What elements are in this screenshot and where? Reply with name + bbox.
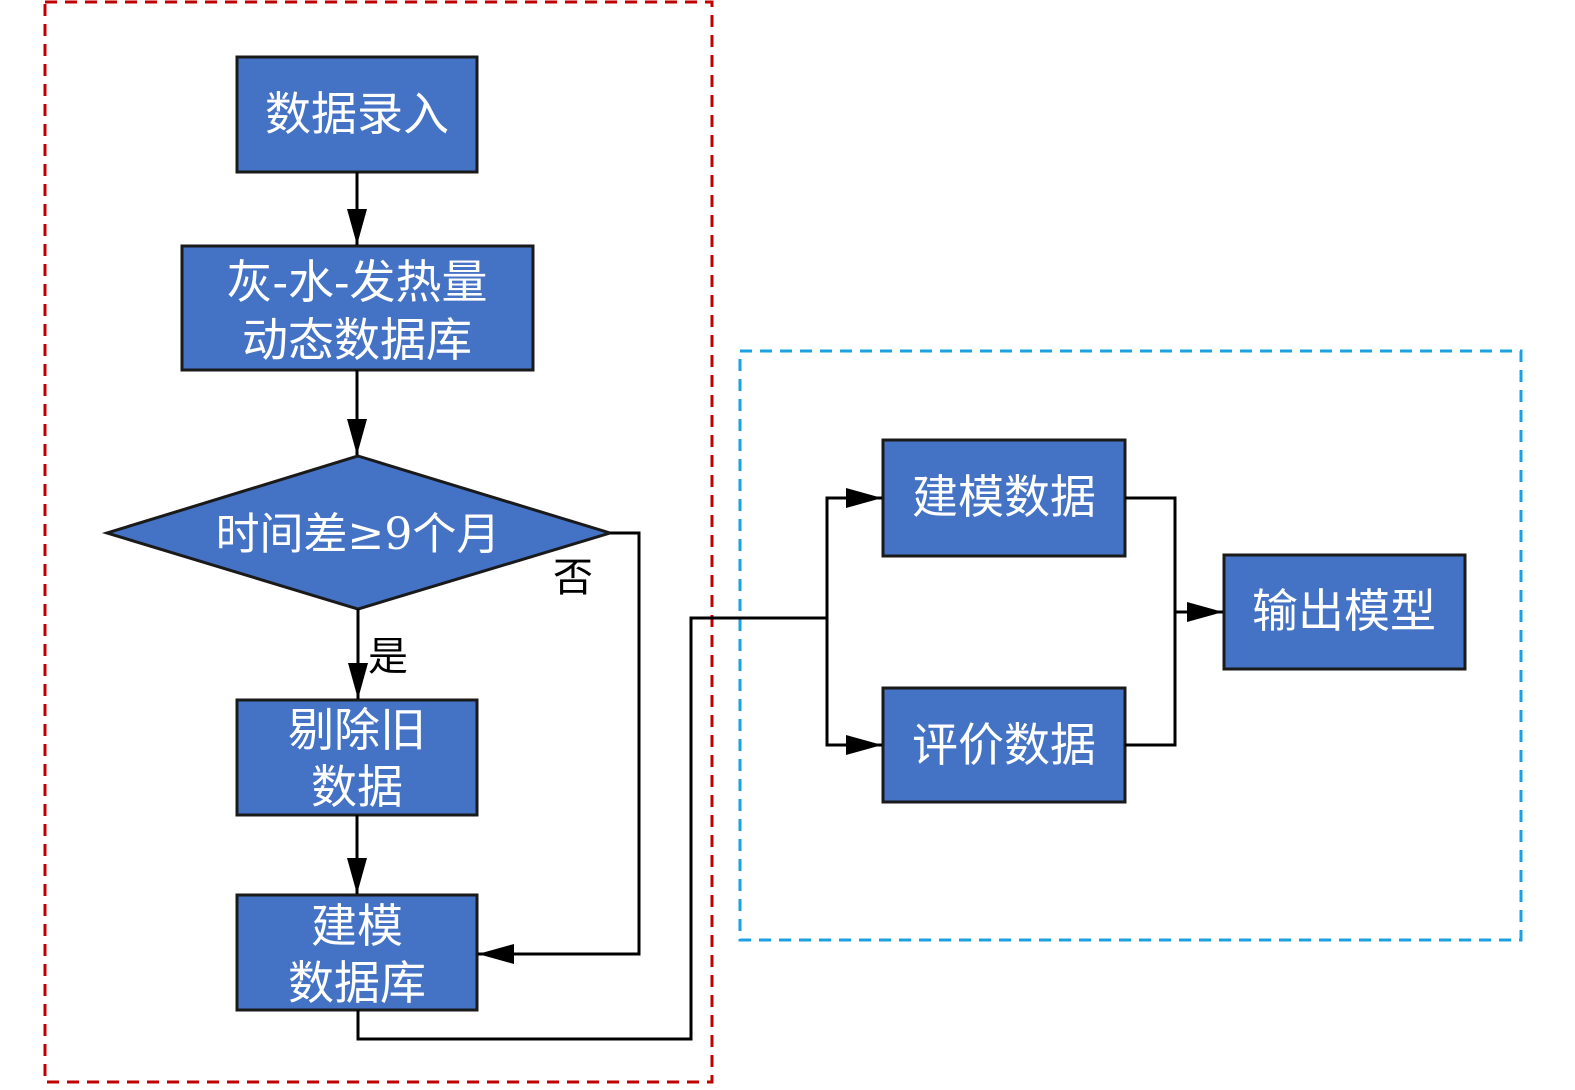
- node-eval-data-label: 评价数据: [912, 718, 1096, 772]
- edge-split-to-modeling-data: [825, 488, 882, 618]
- node-output-model[interactable]: 输出模型: [1222, 553, 1467, 671]
- node-modeling-data-label: 建模数据: [912, 470, 1096, 524]
- node-remove-old-label-line1: 剔除旧: [288, 703, 426, 757]
- node-decision-label: 时间差≥9个月: [216, 509, 501, 560]
- node-modeling-db-label-line1: 建模: [311, 899, 403, 953]
- edge-split-to-eval-data: [825, 618, 882, 755]
- edge-modeling-db-to-split: [356, 616, 827, 1041]
- node-output-model-label: 输出模型: [1252, 584, 1436, 638]
- edge-label-yes: 是: [368, 634, 408, 680]
- edge-modeling-data-to-merge: [1125, 496, 1177, 747]
- node-remove-old[interactable]: 剔除旧 数据: [235, 698, 479, 817]
- node-decision[interactable]: 时间差≥9个月: [101, 454, 616, 611]
- node-dynamic-db-label-line1: 灰-水-发热量: [226, 255, 487, 309]
- right-group-border: [738, 349, 1523, 942]
- edge-decision-no-to-modeling-db: [478, 531, 641, 964]
- node-modeling-db[interactable]: 建模 数据库: [235, 893, 479, 1012]
- node-modeling-db-label-line2: 数据库: [288, 956, 426, 1010]
- node-modeling-data[interactable]: 建模数据: [881, 438, 1127, 558]
- edge-label-no: 否: [553, 555, 593, 601]
- node-eval-data[interactable]: 评价数据: [881, 686, 1127, 804]
- node-dynamic-db-label-line2: 动态数据库: [242, 313, 472, 367]
- node-data-entry-label: 数据录入: [265, 87, 449, 141]
- node-remove-old-label-line2: 数据: [311, 760, 403, 814]
- node-dynamic-db[interactable]: 灰-水-发热量 动态数据库: [180, 244, 535, 372]
- node-data-entry[interactable]: 数据录入: [235, 55, 479, 174]
- left-group-border: [43, 0, 714, 1084]
